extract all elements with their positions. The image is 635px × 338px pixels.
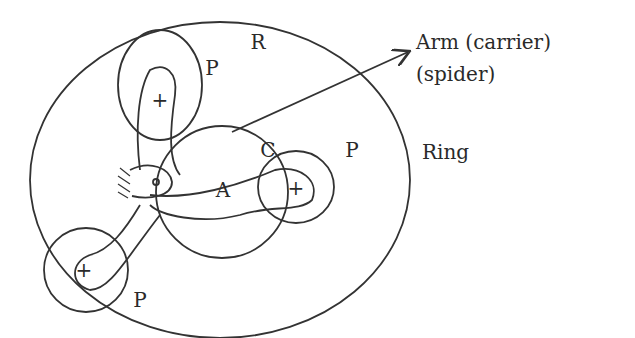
- ring-gear: [30, 22, 410, 338]
- arm-lobe: [150, 169, 314, 219]
- planet-gear: [258, 151, 334, 223]
- part-name: (spider): [414, 63, 497, 85]
- part-letter: P: [343, 139, 360, 161]
- part-letter: P: [203, 57, 220, 79]
- hatch: [118, 168, 130, 198]
- planet-gear: [118, 30, 202, 140]
- leader-arrow: [232, 52, 408, 132]
- hub-dot: [153, 179, 159, 185]
- planet-gear: [44, 228, 128, 312]
- part-letter: P: [131, 289, 148, 311]
- center-mark: +: [150, 89, 171, 111]
- arm-hub: [130, 166, 172, 198]
- part-letter: R: [248, 31, 267, 53]
- part-name: Ring: [420, 141, 471, 163]
- arm-lobe: [138, 67, 180, 175]
- part-name: Arm (carrier): [414, 31, 553, 53]
- part-letter: A: [214, 179, 232, 201]
- part-letter: C: [258, 139, 277, 161]
- center-mark: +: [74, 259, 95, 281]
- center-mark: +: [286, 177, 307, 199]
- sun-gear: [156, 126, 288, 258]
